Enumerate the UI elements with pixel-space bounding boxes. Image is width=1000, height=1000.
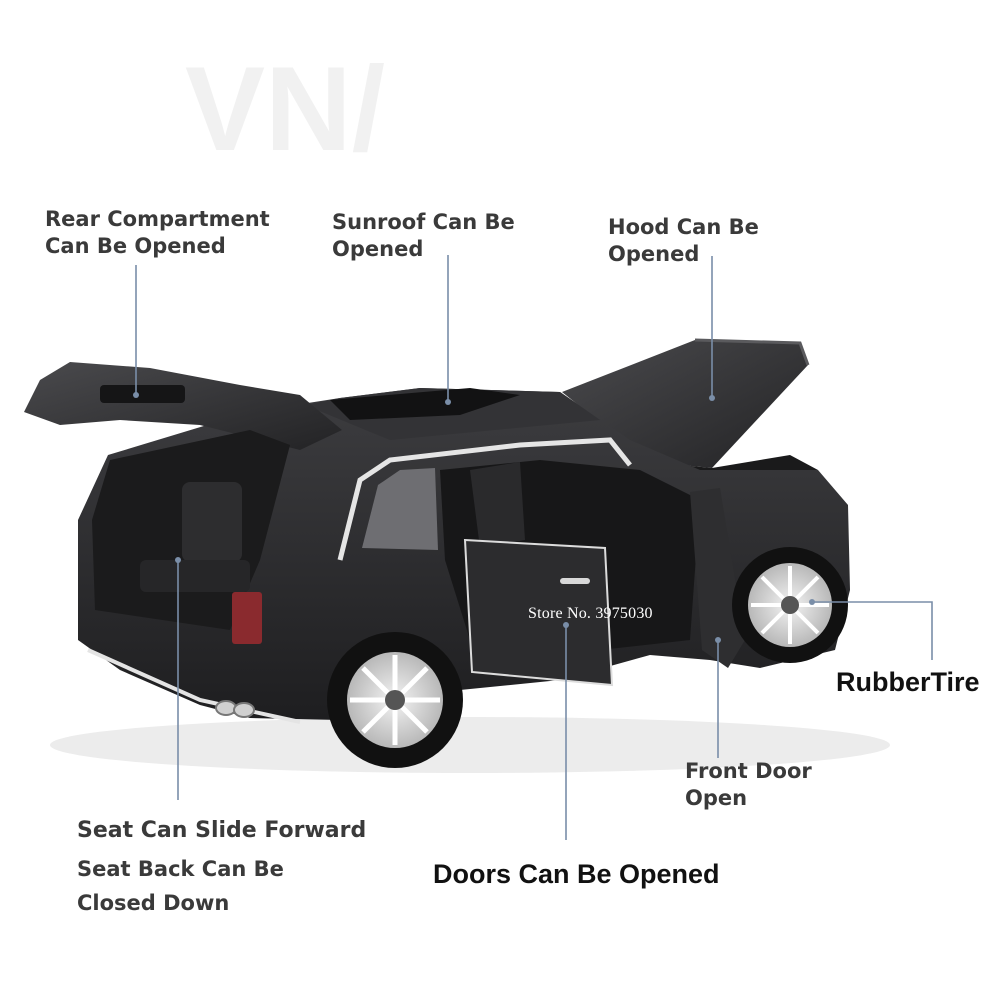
tail-light (232, 592, 262, 644)
seat-back (182, 482, 242, 562)
open-tailgate (24, 362, 342, 450)
label-seat-slide: Seat Can Slide Forward (77, 818, 367, 843)
seat-base (140, 560, 250, 592)
callout-lines (135, 255, 933, 840)
store-watermark: Store No. 3975030 (528, 605, 653, 622)
label-hood: Hood Can Be Opened (608, 215, 759, 266)
door-handle (560, 578, 590, 584)
front-door (690, 488, 745, 668)
label-sunroof: Sunroof Can Be Opened (332, 210, 515, 261)
label-rubber-tire: RubberTire (836, 667, 980, 697)
window-trim (337, 437, 632, 561)
front-wheel (732, 547, 848, 663)
exhaust-right (233, 702, 255, 718)
background-watermark-text: VN/ (185, 42, 385, 176)
label-seat-back: Seat Back Can Be Closed Down (77, 857, 284, 916)
label-front-door: Front Door Open (685, 759, 812, 810)
sunroof-opening (330, 388, 520, 420)
callout-line-tire (812, 601, 933, 660)
exhaust-left (215, 700, 237, 716)
side-window (362, 468, 438, 550)
label-doors: Doors Can Be Opened (433, 859, 720, 889)
rear-wheel (327, 632, 463, 768)
rear-door (463, 538, 614, 687)
ground-shadow (50, 717, 890, 773)
callout-dots (133, 392, 815, 643)
label-rear-compartment: Rear Compartment Can Be Opened (45, 207, 270, 258)
